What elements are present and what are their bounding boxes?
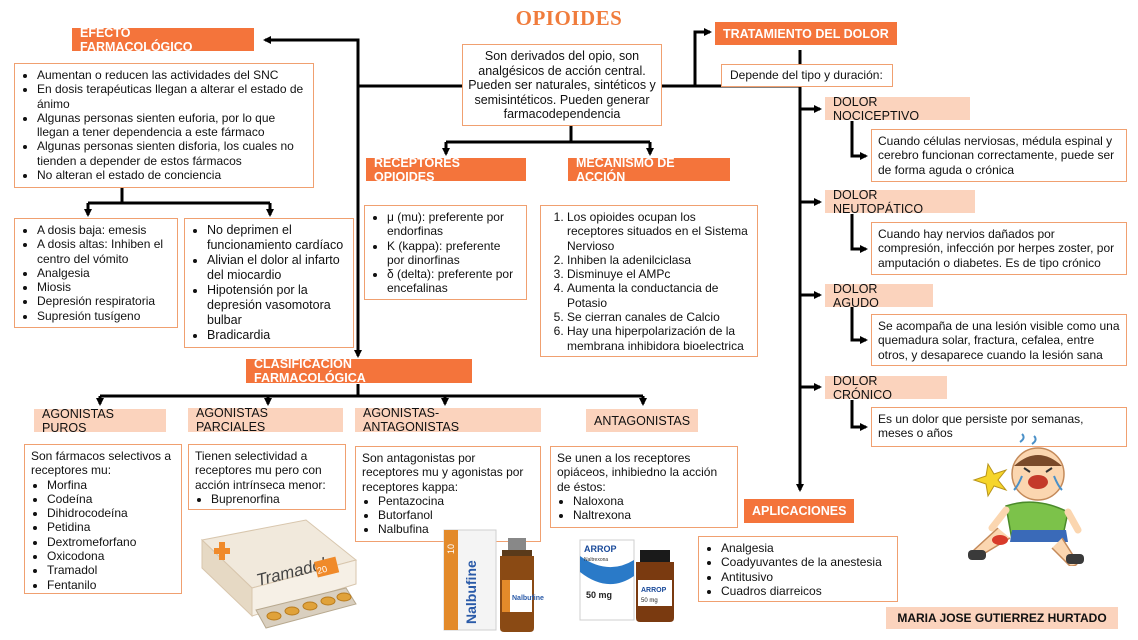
mecanismo-header: MECANISMO DE ACCIÓN <box>568 156 730 184</box>
list-item: Pentazocina <box>378 494 534 508</box>
dolor-neutopatico-box: Cuando hay nervios dañados por compresió… <box>871 222 1127 275</box>
nalbufine-label: Nalbufine <box>463 560 479 624</box>
page-title: OPIOIDES <box>515 6 623 30</box>
agonistas-puros-label: AGONISTAS PUROS <box>34 407 166 435</box>
agonistas-puros-box: Son fármacos selectivos a receptores mu:… <box>24 444 182 594</box>
list-item: Fentanilo <box>47 578 175 592</box>
list-item: Bradicardia <box>207 328 347 343</box>
list-item: Los opioides ocupan los receptores situa… <box>567 210 751 253</box>
agonistas-parciales-box: Tienen selectividad a receptores mu pero… <box>188 444 346 510</box>
list-item: En dosis terapéuticas llegan a alterar e… <box>37 82 307 111</box>
list-item: Algunas personas sienten disforia, los c… <box>37 139 307 168</box>
clasificacion-header: CLASIFICACIÓN FARMACOLÓGICA <box>246 357 472 385</box>
receptores-header: RECEPTORES OPIOIDES <box>366 156 526 184</box>
list-item: Hipotensión por la depresión vasomotora … <box>207 283 347 328</box>
list-item: Naloxona <box>573 494 731 508</box>
dolor-agudo-box: Se acompaña de una lesión visible como u… <box>871 314 1127 366</box>
efecto-header: EFECTO FARMACOLÓGICO <box>72 26 254 54</box>
arrop-sublabel: Naltrexona <box>584 557 608 563</box>
list-item: Naltrexona <box>573 508 731 522</box>
crying-child-illustration <box>968 433 1084 566</box>
efecto-right-box: No deprimen el funcionamiento cardíaco A… <box>184 218 354 348</box>
antagonistas-label: ANTAGONISTAS <box>586 409 698 432</box>
list-item: Oxicodona <box>47 549 175 563</box>
list-item: Codeína <box>47 492 175 506</box>
antagonistas-box: Se unen a los receptores opiáceos, inhib… <box>550 446 738 528</box>
list-item: δ (delta): preferente por encefalinas <box>387 267 520 296</box>
efecto-list: Aumentan o reducen las actividades del S… <box>21 68 307 182</box>
agonistas-antagonistas-box: Son antagonistas por receptores mu y ago… <box>355 446 541 542</box>
list-item: Depresión respiratoria <box>37 294 171 308</box>
agonistas-parciales-label: AGONISTAS PARCIALES <box>188 406 343 434</box>
dolor-nociceptivo-label: DOLOR NOCICEPTIVO <box>825 95 970 123</box>
list-item: μ (mu): preferente por endorfinas <box>387 210 520 239</box>
tratamiento-intro: Depende del tipo y duración: <box>721 64 893 87</box>
mecanismo-box: Los opioides ocupan los receptores situa… <box>540 205 758 357</box>
efecto-box: Aumentan o reducen las actividades del S… <box>14 63 314 188</box>
list-item: Analgesia <box>721 541 891 555</box>
dolor-cronico-box: Es un dolor que persiste por semanas, me… <box>871 407 1127 447</box>
nalbufine-vial-label: Nalbufine <box>512 595 544 602</box>
author-name: MARIA JOSE GUTIERREZ HURTADO <box>886 607 1118 629</box>
list-item: A dosis altas: Inhiben el centro del vóm… <box>37 237 171 266</box>
list-item: Coadyuvantes de la anestesia <box>721 555 891 569</box>
aplicaciones-box: Analgesia Coadyuvantes de la anestesia A… <box>698 536 898 602</box>
list-item: K (kappa): preferente por dinorfinas <box>387 239 520 268</box>
list-item: Dextromeforfano <box>47 535 175 549</box>
list-item: Antitusivo <box>721 570 891 584</box>
list-item: Algunas personas sienten euforia, por lo… <box>37 111 307 140</box>
list-item: No deprimen el funcionamiento cardíaco <box>207 223 347 253</box>
aplicaciones-header: APLICACIONES <box>744 499 854 523</box>
list-item: Petidina <box>47 520 175 534</box>
dolor-neutopatico-label: DOLOR NEUTOPÁTICO <box>825 188 975 216</box>
list-item: A dosis baja: emesis <box>37 223 171 237</box>
arrop-label: ARROP <box>584 544 617 554</box>
tratamiento-header: TRATAMIENTO DEL DOLOR <box>715 22 897 45</box>
agonistas-antagonistas-label: AGONISTAS-ANTAGONISTAS <box>355 406 541 434</box>
center-description: Son derivados del opio, son analgésicos … <box>462 44 662 126</box>
arrop-bottle-dose: 50 mg <box>641 598 658 604</box>
list-item: Aumentan o reducen las actividades del S… <box>37 68 307 82</box>
arrop-package-image: ARROP Naltrexona 50 mg ARROP 50 mg <box>579 539 674 622</box>
list-item: Inhiben la adenilciclasa <box>567 253 751 267</box>
list-item: Morfina <box>47 478 175 492</box>
list-item: Miosis <box>37 280 171 294</box>
nalbufine-package-image: Nalbufine 10 Nalbufine <box>443 529 544 632</box>
list-item: No alteran el estado de conciencia <box>37 168 307 182</box>
receptores-box: μ (mu): preferente por endorfinas K (kap… <box>364 205 527 300</box>
list-item: Aumenta la conductancia de Potasio <box>567 281 751 310</box>
list-item: Cuadros diarreicos <box>721 584 891 598</box>
list-item: Butorfanol <box>378 508 534 522</box>
list-item: Supresión tusígeno <box>37 309 171 323</box>
dolor-agudo-label: DOLOR AGUDO <box>825 282 933 310</box>
list-item: Alivian el dolor al infarto del miocardi… <box>207 253 347 283</box>
list-item: Nalbufina <box>378 522 534 536</box>
dolor-nociceptivo-box: Cuando células nerviosas, médula espinal… <box>871 129 1127 182</box>
list-item: Tramadol <box>47 563 175 577</box>
dolor-cronico-label: DOLOR CRÓNICO <box>825 374 947 402</box>
nalbufine-dose: 10 <box>446 544 456 554</box>
arrop-dose: 50 mg <box>586 590 612 600</box>
list-item: Se cierran canales de Calcio <box>567 310 751 324</box>
tramadol-dose: 20 <box>316 564 328 576</box>
tramadol-package-image: Tramadol. 20 <box>200 519 358 629</box>
list-item: Disminuye el AMPc <box>567 267 751 281</box>
arrop-bottle-label: ARROP <box>641 587 667 594</box>
list-item: Hay una hiperpolarización de la membrana… <box>567 324 751 353</box>
list-item: Dihidrocodeína <box>47 506 175 520</box>
efecto-left-box: A dosis baja: emesis A dosis altas: Inhi… <box>14 218 178 328</box>
list-item: Analgesia <box>37 266 171 280</box>
list-item: Buprenorfina <box>211 492 339 506</box>
